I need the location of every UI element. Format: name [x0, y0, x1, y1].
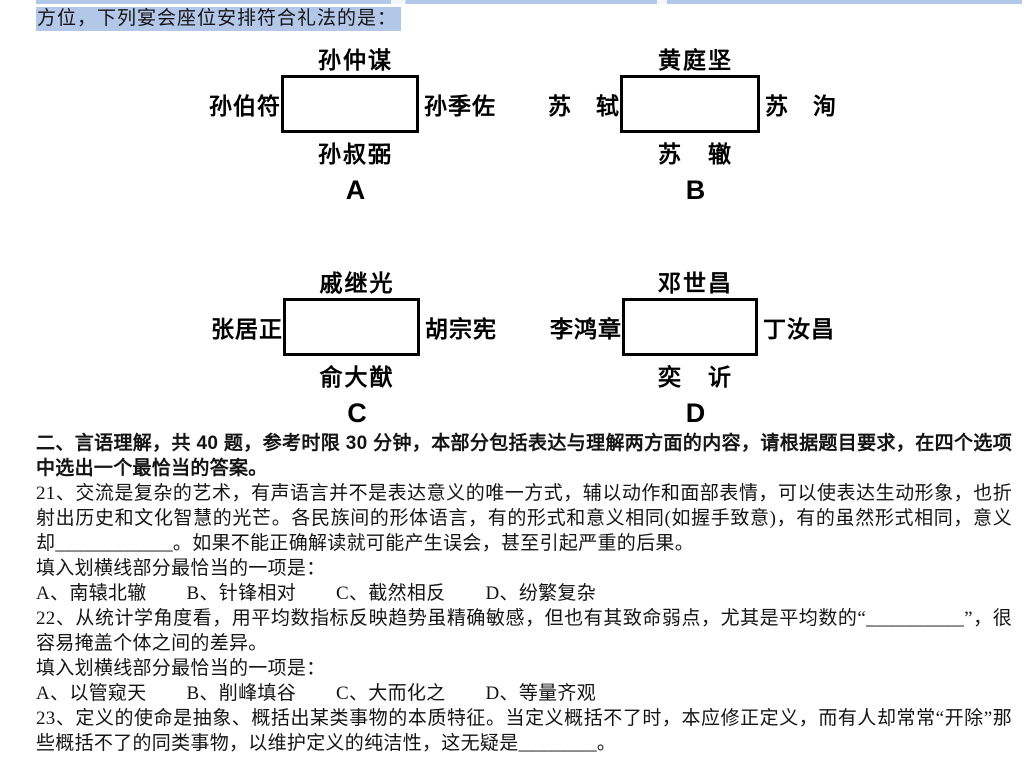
- diagram-b: 黄庭坚 苏 轼 苏 洵 苏 辙 B: [530, 45, 861, 205]
- option: A、南辕北辙: [36, 583, 147, 604]
- option: A、以管窥天: [36, 683, 147, 704]
- seat-bottom-label: 俞大猷: [319, 364, 395, 390]
- selection-strip: [36, 0, 1022, 4]
- question-text-block: 二、言语理解，共 40 题，参考时限 30 分钟，本部分包括表达与理解两方面的内…: [36, 431, 1012, 756]
- seat-bottom-label: 奕 䜣: [658, 364, 733, 390]
- seat-top-label: 孙仲谋: [318, 47, 393, 73]
- banquet-table-rect: [622, 298, 758, 356]
- banquet-table-rect: [283, 298, 420, 356]
- seat-bottom-label: 苏 辙: [658, 141, 733, 167]
- seat-left-label: 李鸿章: [550, 316, 622, 342]
- seat-top-label: 邓世昌: [658, 270, 733, 296]
- seat-right-label: 孙季佐: [424, 93, 496, 119]
- seat-top-label: 黄庭坚: [658, 47, 733, 73]
- option: B、削峰填谷: [186, 683, 297, 704]
- diagram-a: 孙仲谋 孙伯符 孙季佐 孙叔弼 A: [191, 45, 520, 205]
- option: B、针锋相对: [186, 583, 297, 604]
- seat-top-label: 戚继光: [319, 270, 395, 296]
- question-22-fill-prompt: 填入划横线部分最恰当的一项是：: [36, 658, 326, 679]
- seat-right-label: 苏 洵: [765, 93, 837, 119]
- seat-left-label: 苏 轼: [548, 93, 620, 119]
- diagram-letter: D: [685, 398, 706, 428]
- option: D、等量齐观: [485, 683, 597, 704]
- seat-right-label: 丁汝昌: [763, 316, 835, 342]
- diagram-d: 邓世昌 李鸿章 丁汝昌 奕 䜣 D: [532, 268, 859, 428]
- seat-left-label: 张居正: [211, 316, 283, 342]
- banquet-table-rect: [620, 75, 760, 133]
- question-21-stem: 21、交流是复杂的艺术，有声语言并不是表达意义的唯一方式，辅以动作和面部表情，可…: [36, 483, 1012, 554]
- seat-right-label: 胡宗宪: [425, 316, 497, 342]
- banquet-table-rect: [281, 75, 419, 133]
- highlighted-text: 方位，下列宴会座位安排符合礼法的是：: [36, 7, 402, 31]
- diagram-c: 戚继光 张居正 胡宗宪 俞大猷 C: [193, 268, 521, 428]
- question-21-options: A、南辕北辙 B、针锋相对 C、截然相反 D、纷繁复杂: [36, 581, 1012, 606]
- seat-bottom-label: 孙叔弼: [318, 141, 393, 167]
- question-22-stem: 22、从统计学角度看，用平均数指标反映趋势虽精确敏感，但也有其致命弱点，尤其是平…: [36, 608, 1012, 654]
- option: D、纷繁复杂: [485, 583, 597, 604]
- seat-left-label: 孙伯符: [209, 93, 281, 119]
- option: C、大而化之: [336, 683, 446, 704]
- intro-line: 方位，下列宴会座位安排符合礼法的是：: [36, 5, 402, 32]
- option: C、截然相反: [336, 583, 446, 604]
- question-23-stem: 23、定义的使命是抽象、概括出某类事物的本质特征。当定义概括不了时，本应修正定义…: [36, 708, 1012, 754]
- question-21-fill-prompt: 填入划横线部分最恰当的一项是：: [36, 558, 326, 579]
- diagram-letter: C: [347, 398, 367, 428]
- section-header: 二、言语理解，共 40 题，参考时限 30 分钟，本部分包括表达与理解两方面的内…: [36, 433, 1012, 479]
- diagram-letter: B: [685, 175, 706, 205]
- diagram-letter: A: [345, 175, 366, 205]
- question-22-options: A、以管窥天 B、削峰填谷 C、大而化之 D、等量齐观: [36, 681, 1012, 706]
